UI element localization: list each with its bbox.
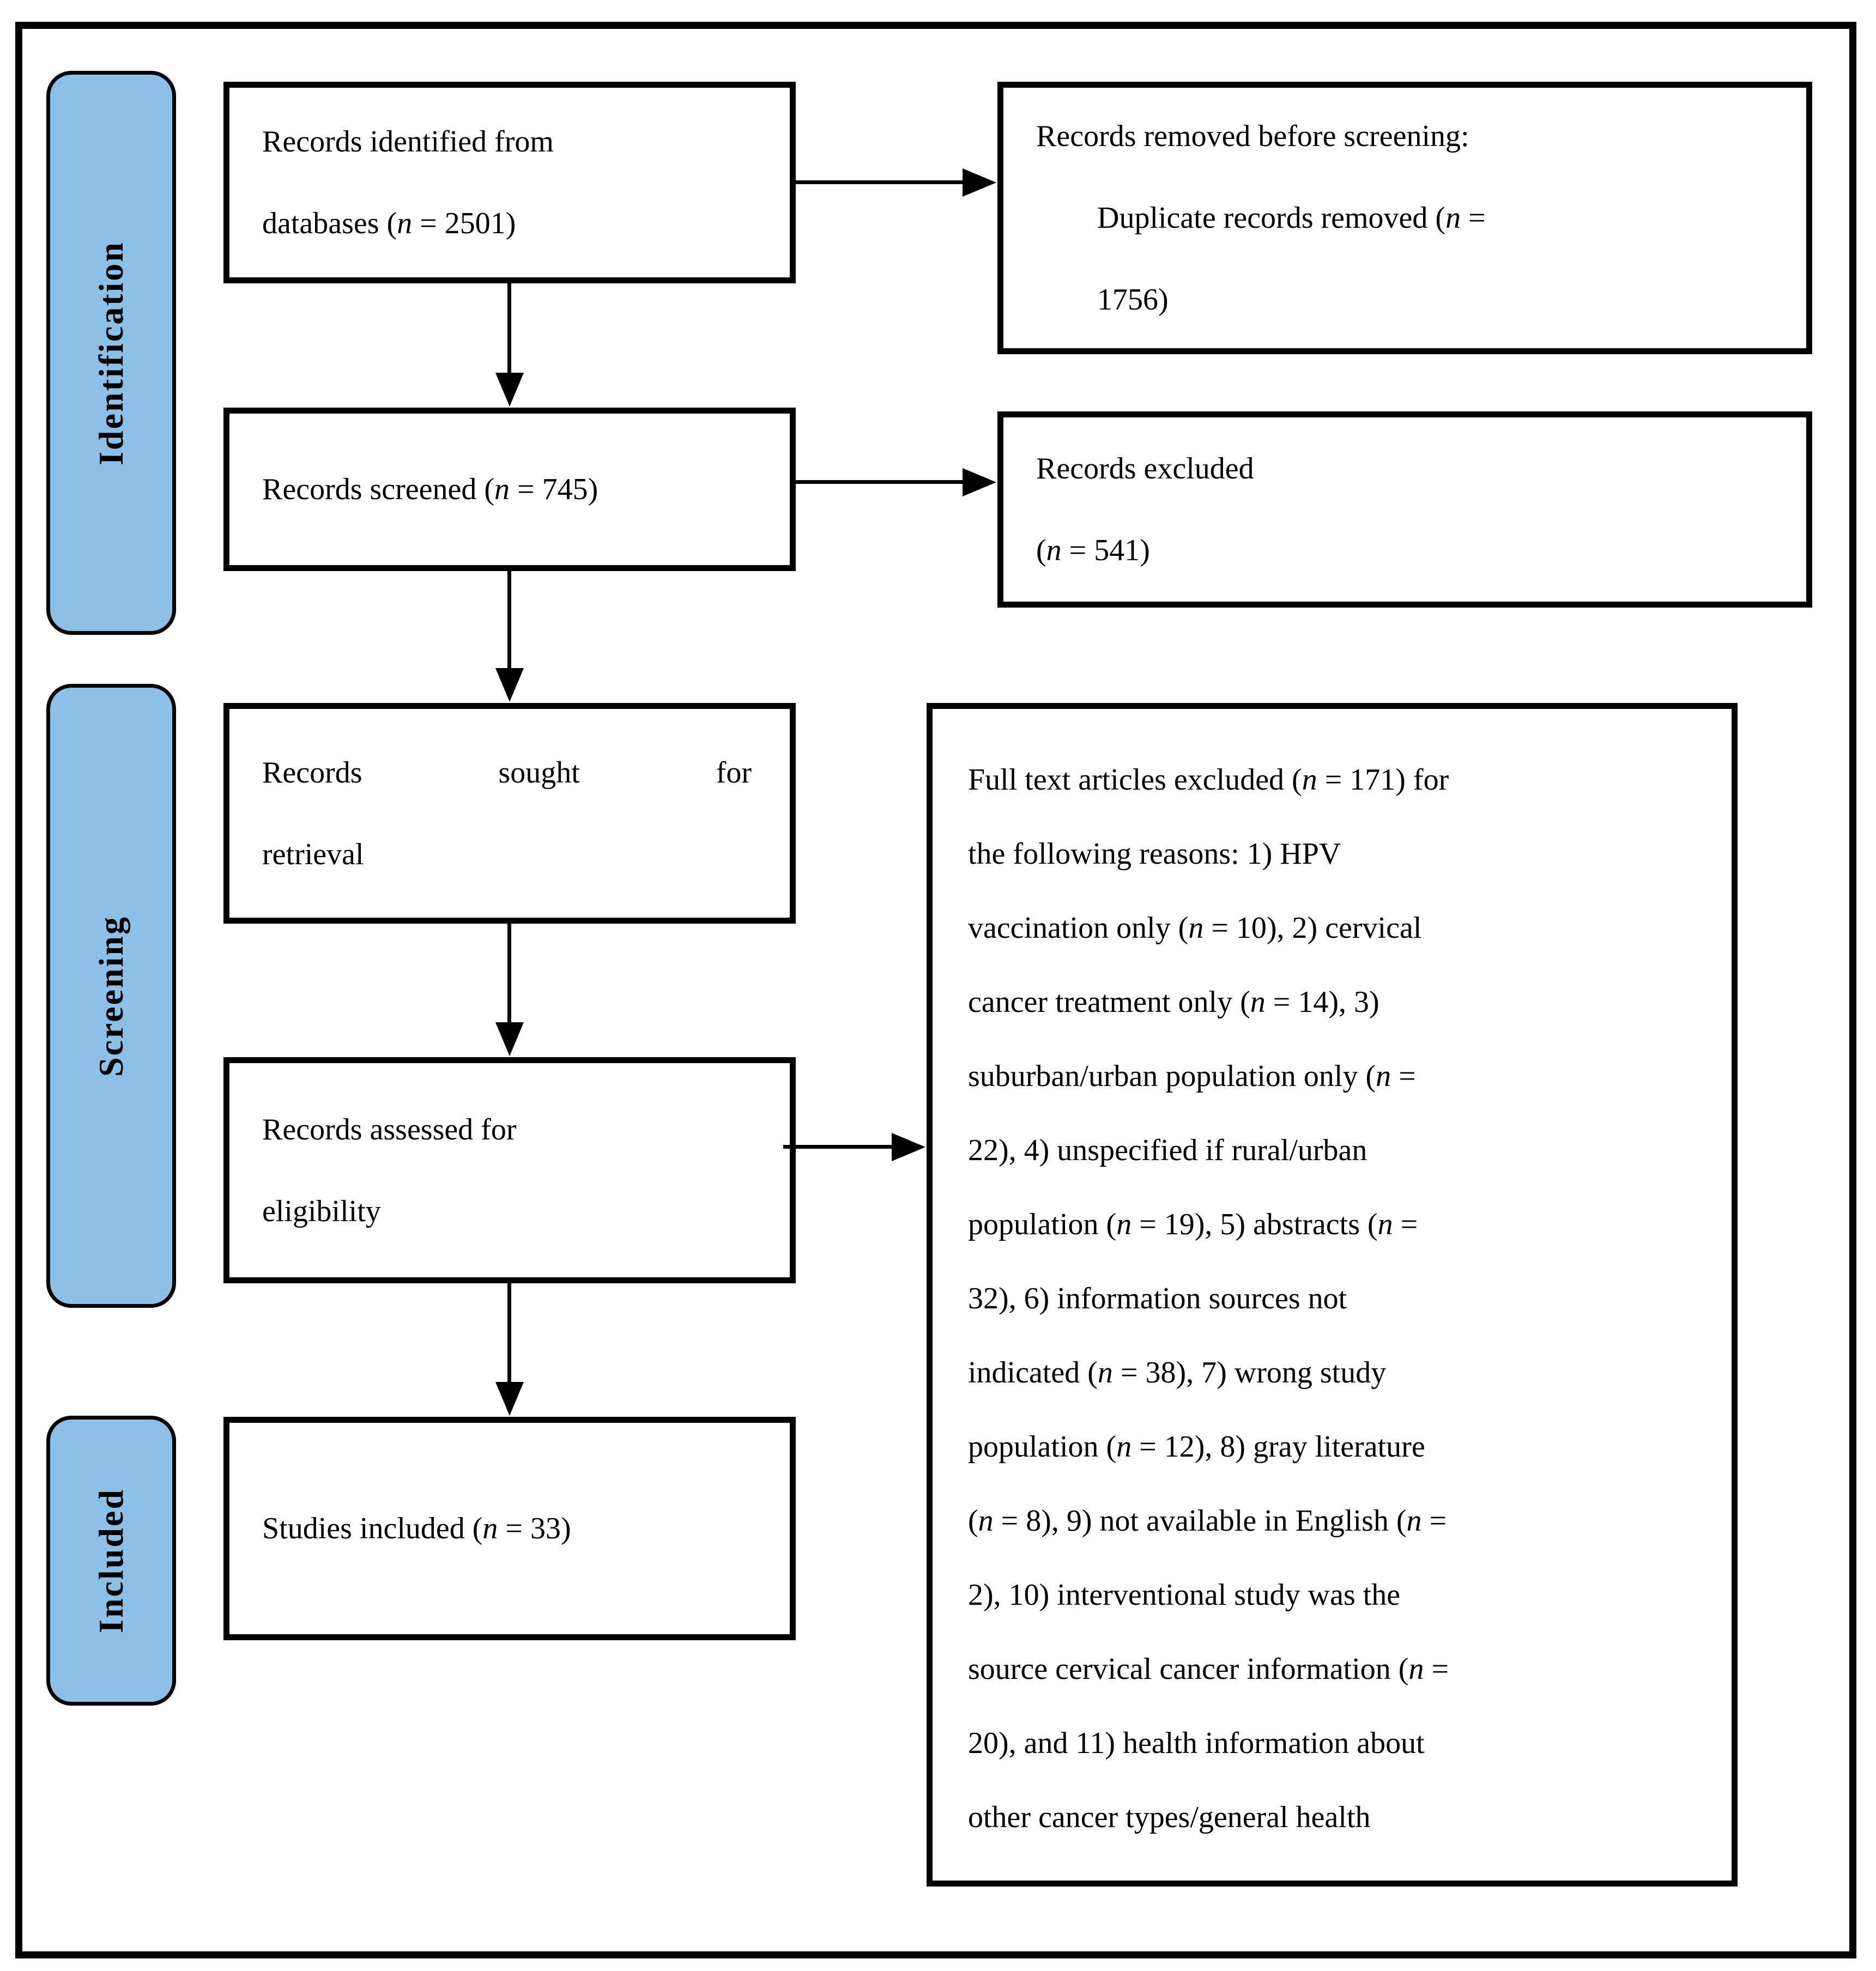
arrow-assessed-to-fulltext-excluded [783,1145,893,1149]
arrow-sought-to-assessed [507,924,511,1023]
box-text: Records removed before screening: Duplic… [1036,119,1486,317]
box-records-sought: Records sought for retrieval [223,703,796,924]
box-records-screened: Records screened (n = 745) [223,408,796,571]
box-text: Full text articles excluded (n = 171) fo… [968,763,1449,1834]
stage-label-identification: Identification [46,71,176,635]
arrow-identified-to-removed [796,180,964,184]
stage-label-screening: Screening [46,684,176,1308]
box-fulltext-articles-excluded: Full text articles excluded (n = 171) fo… [927,703,1738,1887]
box-records-excluded: Records excluded (n = 541) [997,411,1812,608]
box-records-removed-before-screening: Records removed before screening: Duplic… [997,82,1812,354]
box-text: Records screened (n = 745) [262,472,598,506]
arrow-identified-to-screened [507,283,511,374]
box-studies-included: Studies included (n = 33) [223,1417,796,1640]
stage-label-text: Identification [92,240,130,465]
arrow-screened-to-sought [507,571,511,669]
box-text: Records identified from databases (n = 2… [262,125,554,240]
arrow-screened-to-excluded [796,480,964,484]
arrow-assessed-to-included [507,1283,511,1383]
box-text: Records sought for retrieval [262,755,752,871]
box-records-identified: Records identified from databases (n = 2… [223,82,796,283]
box-text: Records assessed for eligibility [262,1112,517,1228]
box-text: Studies included (n = 33) [262,1512,571,1545]
stage-label-included: Included [46,1416,176,1706]
stage-label-text: Included [92,1488,130,1633]
box-text: Records excluded (n = 541) [1036,452,1254,567]
stage-label-text: Screening [92,915,130,1077]
box-records-assessed: Records assessed for eligibility [223,1057,796,1283]
